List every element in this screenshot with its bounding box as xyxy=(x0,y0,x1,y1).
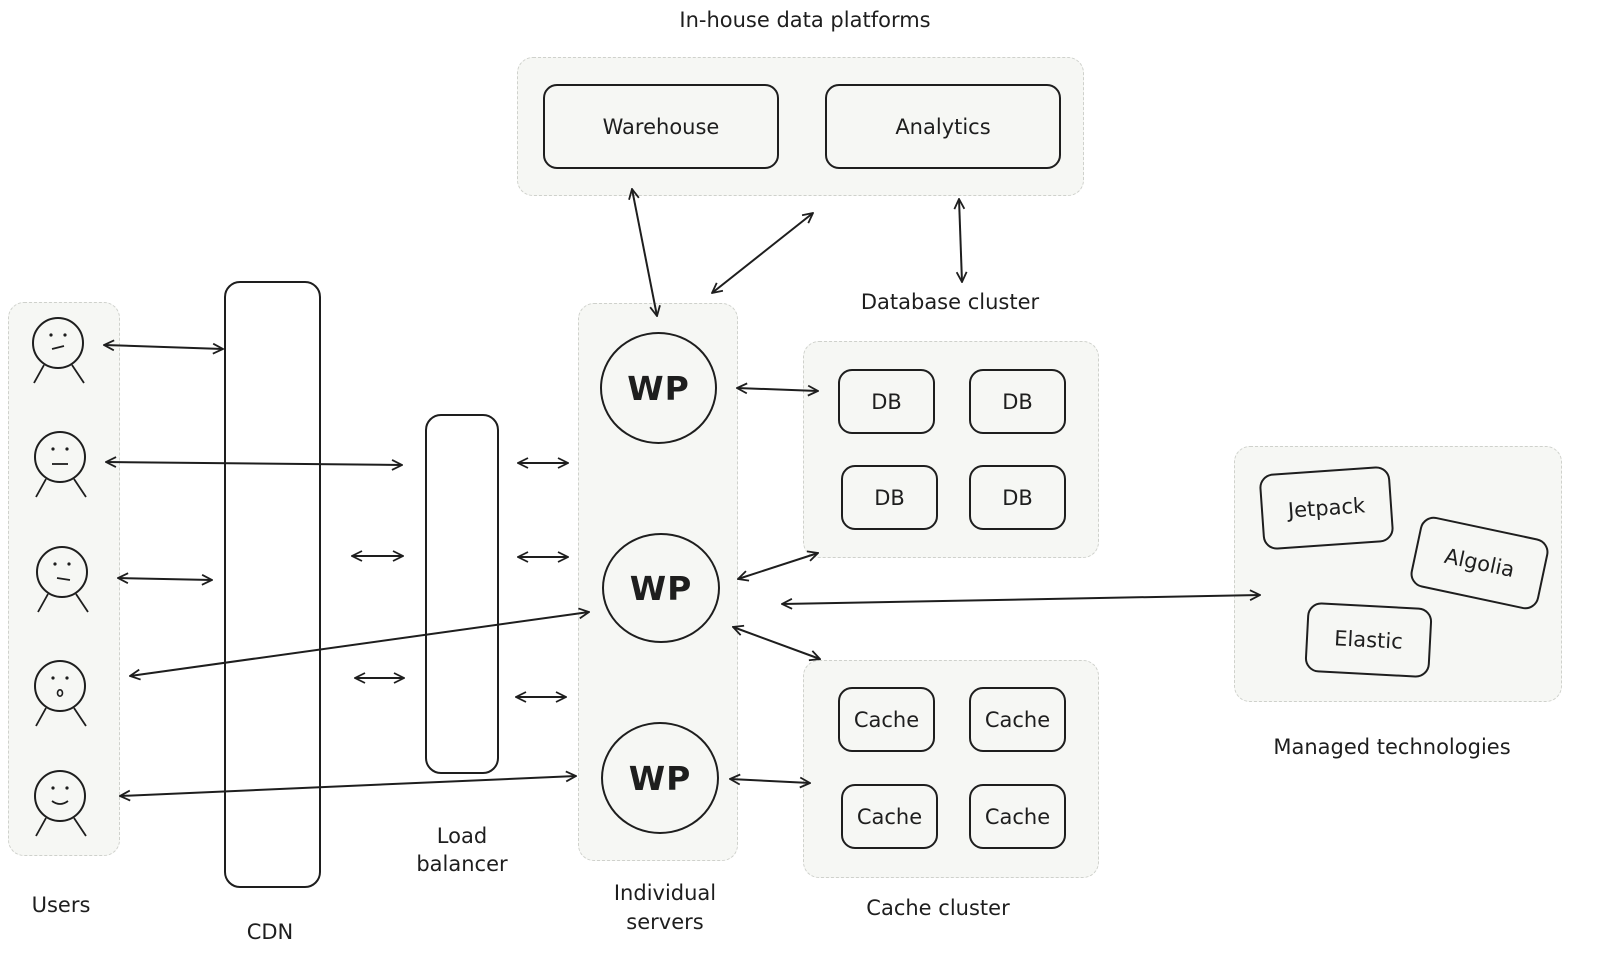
user-icon-5 xyxy=(34,770,87,837)
wp-server-1: WP xyxy=(600,332,717,444)
cache-node-3: Cache xyxy=(841,784,938,849)
inhouse-platforms-label: In-house data platforms xyxy=(679,8,931,32)
load-balancer-label-line1: Load xyxy=(436,824,488,848)
wp-server-2: WP xyxy=(602,533,720,643)
jetpack-box: Jetpack xyxy=(1258,465,1395,551)
arrow-analytics-db xyxy=(959,199,962,282)
db-node-2: DB xyxy=(969,369,1066,434)
arrow-wp2-managed xyxy=(782,595,1260,604)
arrow-wp2-db xyxy=(738,553,818,579)
db-node-4: DB xyxy=(969,465,1066,530)
cache-cluster-label: Cache cluster xyxy=(866,896,1010,920)
db-node-1: DB xyxy=(838,369,935,434)
cache-node-1: Cache xyxy=(838,687,935,752)
load-balancer-label-line2: balancer xyxy=(416,852,508,876)
user-icon-1 xyxy=(32,317,85,384)
arrow-user1-cdn xyxy=(104,345,223,349)
user-icon-3 xyxy=(36,546,89,613)
arrow-user4-wp2 xyxy=(130,612,589,676)
user-icon-4 xyxy=(34,660,87,727)
servers-label-line2: servers xyxy=(626,910,704,934)
managed-technologies-label: Managed technologies xyxy=(1273,735,1511,759)
users-label: Users xyxy=(31,893,91,917)
arrow-wp1-warehouse xyxy=(632,189,657,316)
db-node-3: DB xyxy=(841,465,938,530)
cdn-label: CDN xyxy=(246,920,294,944)
elastic-box: Elastic xyxy=(1304,601,1433,679)
user-icon-2 xyxy=(34,431,87,498)
cache-node-4: Cache xyxy=(969,784,1066,849)
arrow-user3-cdn xyxy=(118,578,212,580)
arrow-wp2-cache xyxy=(733,627,820,659)
arrow-servers-analytics xyxy=(712,213,813,293)
load-balancer-box xyxy=(425,414,499,774)
wp-server-3: WP xyxy=(601,722,719,834)
analytics-box: Analytics xyxy=(825,84,1061,169)
servers-label-line1: Individual xyxy=(613,881,717,905)
cache-node-2: Cache xyxy=(969,687,1066,752)
cdn-box xyxy=(224,281,321,888)
database-cluster-label: Database cluster xyxy=(860,290,1040,314)
arrow-user5-wp3 xyxy=(120,776,576,796)
warehouse-box: Warehouse xyxy=(543,84,779,169)
arrow-wp3-cache xyxy=(730,779,810,783)
